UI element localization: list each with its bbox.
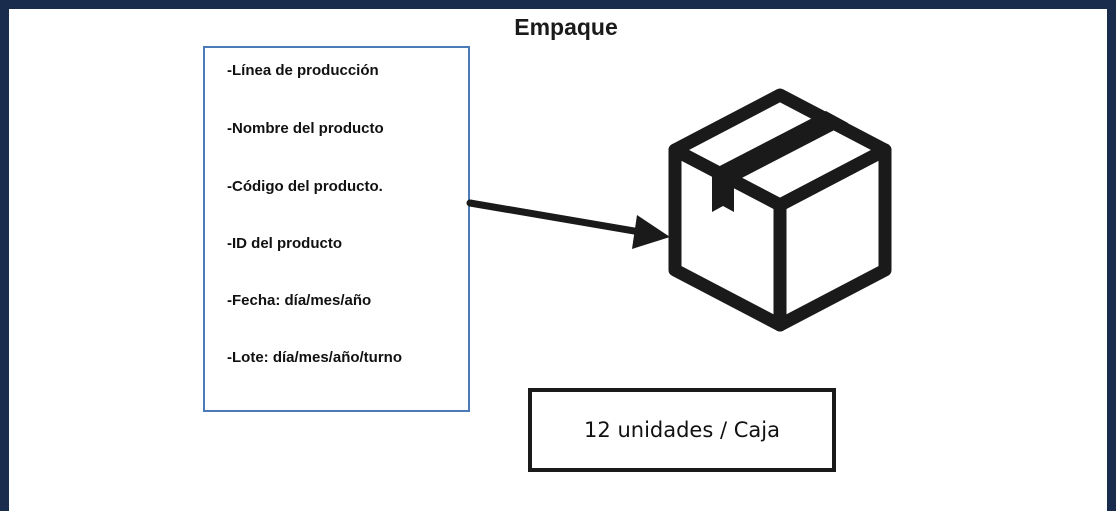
units-per-box-label: 12 unidades / Caja [528, 388, 836, 472]
info-item-nombre: -Nombre del producto [227, 120, 384, 137]
info-item-linea: -Línea de producción [227, 62, 379, 79]
info-item-fecha: -Fecha: día/mes/año [227, 292, 372, 309]
box-tape-icon [712, 111, 848, 212]
label-info-box: -Línea de producción -Nombre del product… [203, 46, 470, 412]
info-item-lote: -Lote: día/mes/año/turno [227, 349, 403, 366]
arrow-right-icon [466, 199, 670, 249]
diagram-title: Empaque [514, 14, 618, 40]
package-box-icon [668, 88, 892, 332]
info-item-id: -ID del producto [227, 235, 342, 252]
info-item-codigo: -Código del producto. [227, 178, 383, 195]
